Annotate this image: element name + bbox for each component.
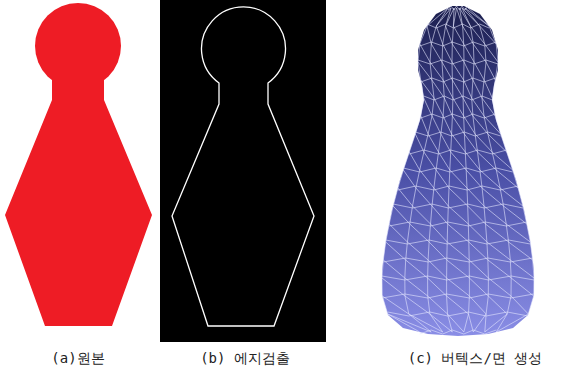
- panel-caption: (b) 에지검출: [200, 350, 290, 368]
- mesh-model: [382, 6, 534, 336]
- edge-outline: [172, 7, 314, 326]
- wireframe: [382, 6, 534, 334]
- mesh-body: [382, 6, 534, 336]
- original-shape: [5, 3, 152, 326]
- panel-caption: (c) 버텍스/면 생성: [408, 350, 543, 368]
- edge-panel: [160, 0, 326, 342]
- panel-caption: (a)원본: [51, 350, 104, 368]
